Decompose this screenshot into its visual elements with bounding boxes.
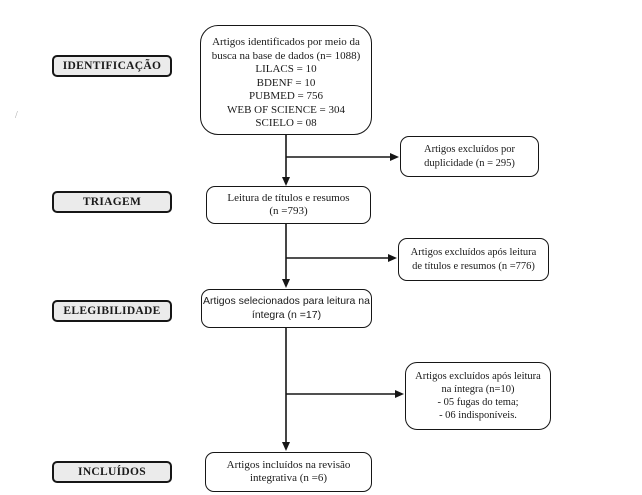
arrowhead-right-icon <box>390 153 399 161</box>
box-text-line: na íntegra (n=10) <box>441 384 515 395</box>
stage-label-text: INCLUÍDOS <box>78 466 146 478</box>
stage-label-text: TRIAGEM <box>82 196 142 208</box>
box-text-line: BDENF = 10 <box>256 76 316 89</box>
arrowhead-down-icon <box>282 442 290 451</box>
box-text-line: PUBMED = 756 <box>248 90 324 102</box>
stage-label-screening: TRIAGEM <box>52 191 172 213</box>
box-text-line: Artigos selecionados para leitura na <box>203 295 370 307</box>
box-text-line: Artigos excluídos após leitura <box>415 371 541 382</box>
stage-label-identification: IDENTIFICAÇÃO <box>52 55 172 77</box>
stage-label-included: INCLUÍDOS <box>52 461 172 483</box>
stage-label-text: IDENTIFICAÇÃO <box>62 60 162 72</box>
box-text-line: integrativa (n =6) <box>249 472 328 484</box>
box-text-line: busca na base de dados (n= 1088) <box>211 49 361 62</box>
box-text-line: íntegra (n =17) <box>251 308 322 321</box>
box-text-line: Artigos incluídos na revisão <box>226 458 351 471</box>
box-text-line: de títulos e resumos (n =776) <box>412 260 535 272</box>
box-text-line: - 05 fugas do tema; <box>437 397 519 408</box>
box-selected-fulltext: Artigos selecionados para leitura na ínt… <box>201 289 372 328</box>
box-excluded-duplicates: Artigos excluídos por duplicidade (n = 2… <box>400 136 539 177</box>
stage-label-text: ELEGIBILIDADE <box>63 305 161 317</box>
box-excluded-title-abstract: Artigos excluídos após leitura de título… <box>398 238 549 281</box>
box-excluded-fulltext: Artigos excluídos após leitura na íntegr… <box>405 362 551 430</box>
stage-label-eligibility: ELEGIBILIDADE <box>52 300 172 322</box>
box-text-line: - 06 indisponíveis. <box>439 410 517 421</box>
box-title-abstract-reading: Leitura de títulos e resumos (n =793) <box>206 186 371 224</box>
box-text-line: WEB OF SCIENCE = 304 <box>226 103 346 116</box>
box-text-line: duplicidade (n = 295) <box>424 157 515 169</box>
box-text-line: (n =793) <box>269 205 308 217</box>
arrowhead-right-icon <box>388 254 397 262</box>
box-articles-identified: Artigos identificados por meio da busca … <box>200 25 372 135</box>
arrowhead-down-icon <box>282 279 290 288</box>
box-text-line: Leitura de títulos e resumos <box>227 191 350 204</box>
box-text-line: LILACS = 10 <box>255 63 317 75</box>
box-text-line: SCIELO = 08 <box>255 117 317 129</box>
box-text-line: Artigos identificados por meio da <box>212 36 360 48</box>
box-text-line: Artigos excluídos após leitura <box>410 247 537 258</box>
box-text-line: Artigos excluídos por <box>424 144 515 155</box>
box-included-review: Artigos incluídos na revisão integrativa… <box>205 452 372 492</box>
arrowhead-right-icon <box>395 390 404 398</box>
stray-slash-mark: / <box>15 110 18 121</box>
arrowhead-down-icon <box>282 177 290 186</box>
